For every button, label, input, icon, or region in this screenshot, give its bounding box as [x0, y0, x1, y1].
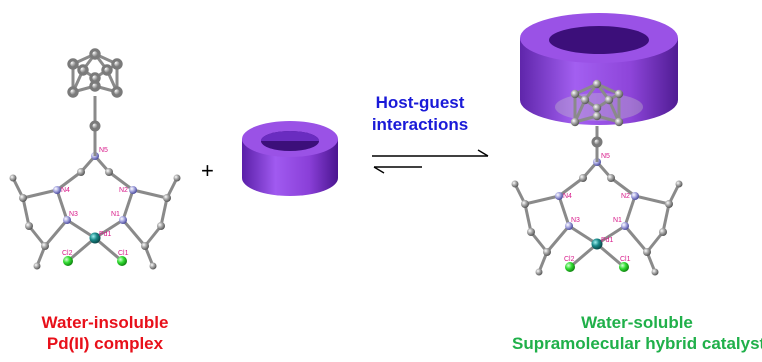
pd-complex-molecule-left [9, 48, 181, 270]
atom-label-pd1: Pd1 [99, 231, 112, 238]
arrow-label: Host-guest interactions [355, 92, 485, 136]
right-caption: Water-soluble Supramolecular hybrid cata… [512, 312, 762, 354]
right-caption-line1: Water-soluble [581, 313, 693, 332]
atom-label-n4: N4 [61, 187, 70, 194]
left-caption-line1: Water-insoluble [41, 313, 169, 332]
atom-label-n4: N4 [563, 193, 572, 200]
atom-label-n5: N5 [99, 147, 108, 154]
atom-label-n1: N1 [111, 211, 120, 218]
atom-label-n5: N5 [601, 153, 610, 160]
atom-label-pd1: Pd1 [601, 237, 614, 244]
arrow-label-line1: Host-guest [375, 93, 465, 112]
atom-label-cl1: Cl1 [620, 256, 631, 263]
plus-sign: + [201, 158, 214, 183]
guest-adamantyl-icon [570, 79, 624, 127]
atom-label-n1: N1 [613, 217, 622, 224]
equilibrium-arrow-icon [372, 149, 489, 174]
pd-complex-molecule-right [511, 126, 683, 276]
atom-label-n3: N3 [571, 217, 580, 224]
atom-label-cl2: Cl2 [62, 250, 73, 257]
atom-label-n2: N2 [621, 193, 630, 200]
left-caption-line2: Pd(II) complex [46, 334, 164, 353]
atom-label-n2: N2 [119, 187, 128, 194]
atom-label-cl2: Cl2 [564, 256, 575, 263]
right-caption-line2: Supramolecular hybrid catalyst [512, 334, 762, 353]
host-ring-icon [242, 121, 338, 196]
atom-label-n3: N3 [69, 211, 78, 218]
atom-label-cl1: Cl1 [118, 250, 129, 257]
arrow-label-line2: interactions [371, 115, 469, 134]
left-caption: Water-insoluble Pd(II) complex [0, 312, 210, 354]
